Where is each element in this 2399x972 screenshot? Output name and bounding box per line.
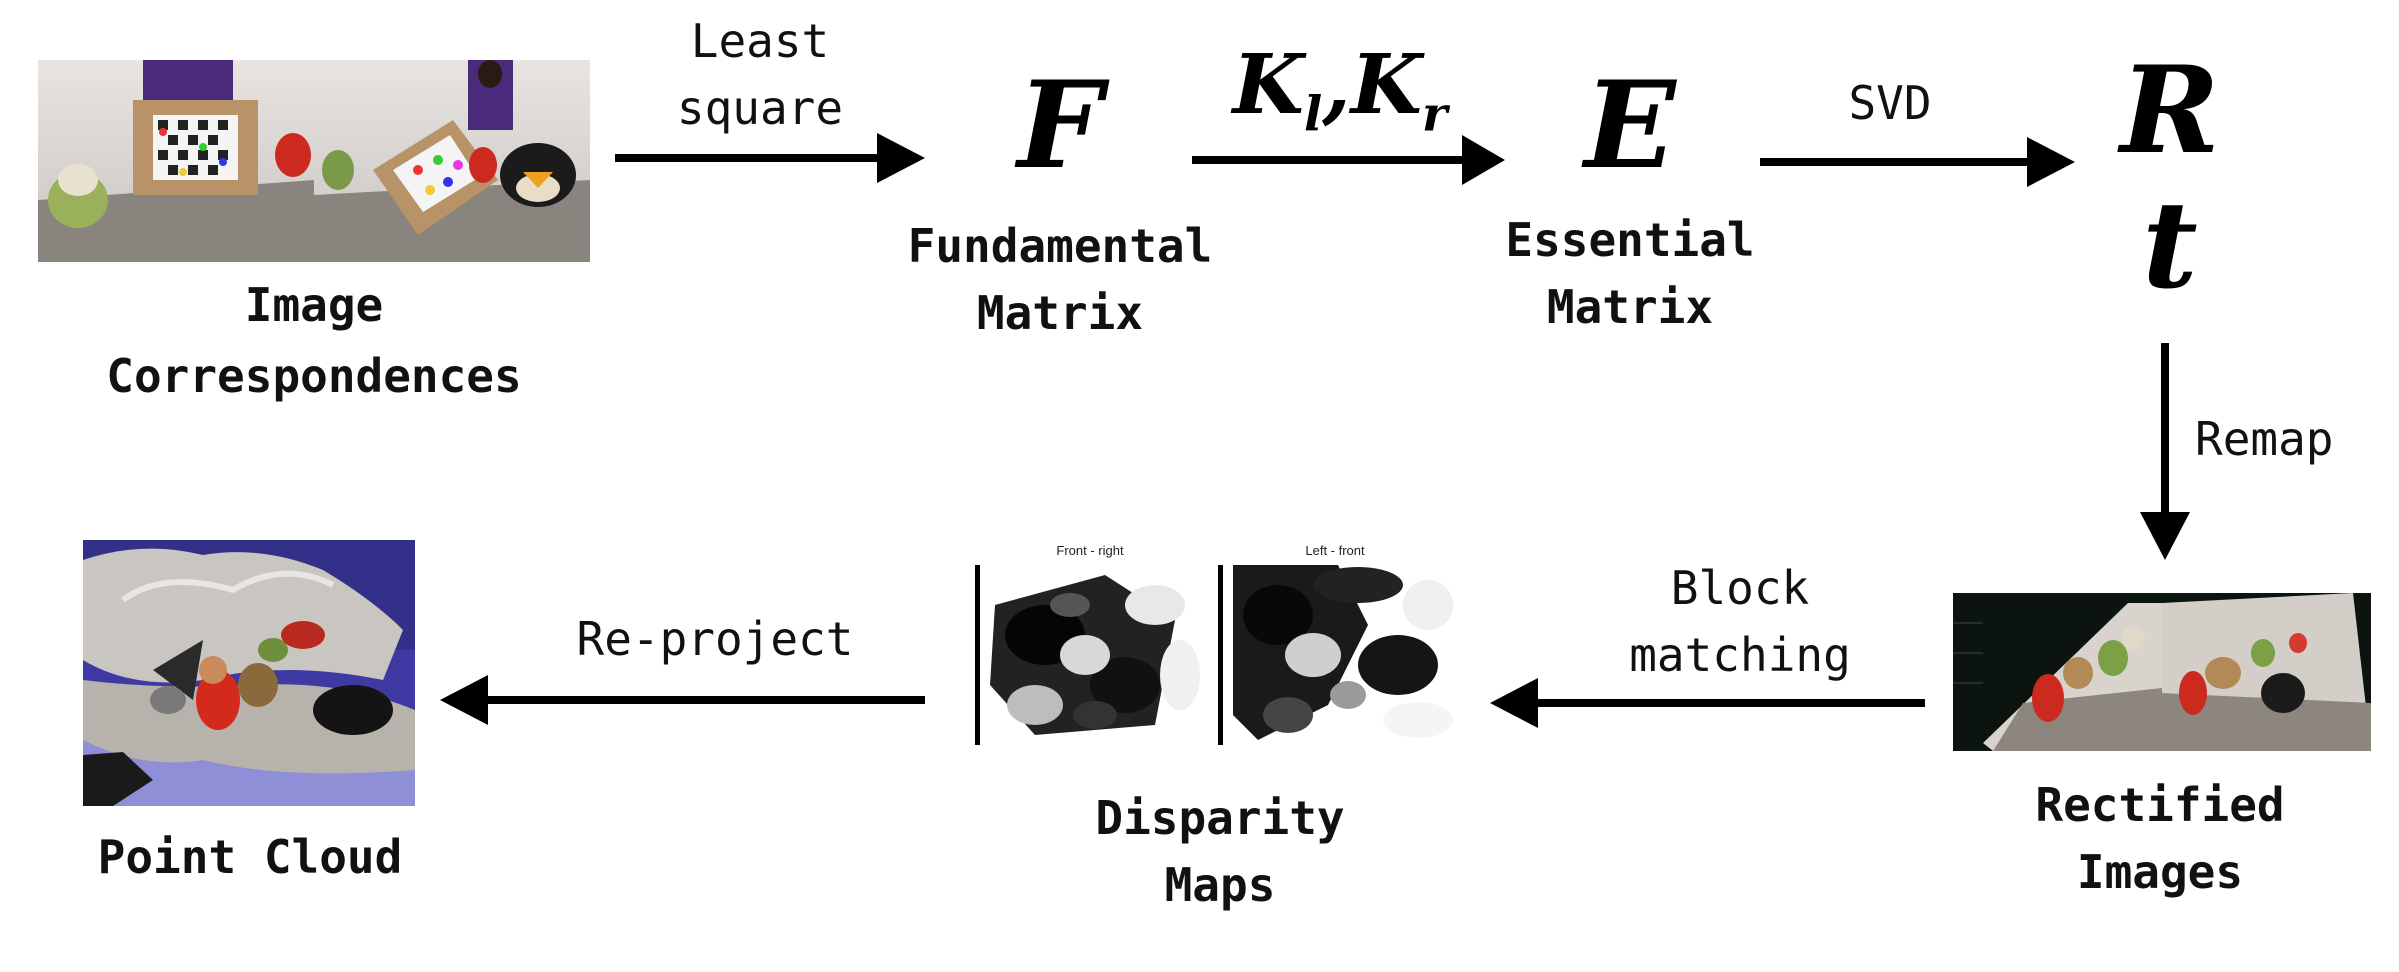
arrow-remap bbox=[2140, 343, 2190, 560]
symbol-Kl: Kl bbox=[1232, 37, 1323, 143]
edge-least-square: Least square bbox=[676, 14, 844, 135]
arrow-svd bbox=[1760, 137, 2075, 187]
arrow-re-project bbox=[440, 675, 925, 725]
symbol-E: E bbox=[1584, 55, 1676, 196]
disparity-caption-right: Left - front bbox=[1305, 543, 1365, 558]
edge-svd: SVD bbox=[1848, 76, 1932, 130]
node-disparity-maps: Disparity Maps bbox=[1095, 791, 1345, 912]
image-correspondences-photo bbox=[38, 60, 590, 262]
arrow-block-matching bbox=[1490, 678, 1925, 728]
symbol-Kr: Kr bbox=[1350, 37, 1448, 143]
node-essential-matrix: Essential Matrix bbox=[1505, 213, 1755, 334]
node-point-cloud: Point Cloud bbox=[97, 830, 403, 884]
rectified-images-photo bbox=[1953, 593, 2371, 751]
node-rectified-images: Rectified Images bbox=[2035, 778, 2285, 899]
symbol-R: R bbox=[2120, 40, 2220, 181]
disparity-map-left bbox=[975, 565, 1210, 745]
arrow-kl-kr bbox=[1192, 135, 1505, 185]
edge-re-project: Re-project bbox=[576, 612, 854, 666]
symbol-F: F bbox=[1017, 55, 1103, 196]
node-fundamental-matrix: Fundamental Matrix bbox=[907, 219, 1213, 340]
disparity-map-right bbox=[1218, 565, 1458, 745]
disparity-caption-left: Front - right bbox=[1056, 543, 1124, 558]
symbol-Kl-Kr: Kl,Kr bbox=[1232, 37, 1448, 143]
arrow-least-square bbox=[615, 133, 925, 183]
point-cloud-image bbox=[83, 540, 415, 806]
edge-remap: Remap bbox=[2195, 412, 2334, 466]
node-image-correspondences: Image Correspondences bbox=[106, 278, 522, 404]
symbol-t: t bbox=[2142, 175, 2198, 316]
edge-block-matching: Block matching bbox=[1629, 561, 1851, 682]
